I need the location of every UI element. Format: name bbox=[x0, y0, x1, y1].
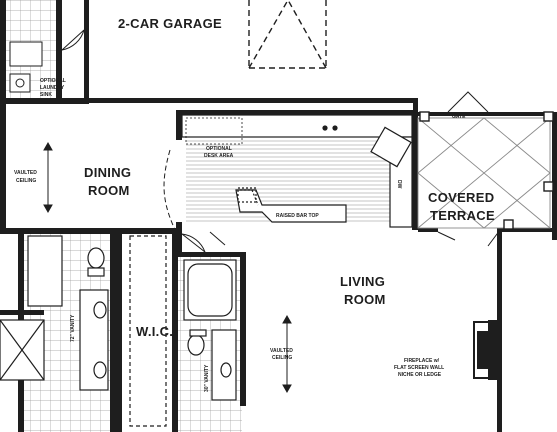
fireplace-label-3: NICHE OR LEDGE bbox=[398, 372, 442, 378]
bath-fixtures bbox=[0, 235, 237, 427]
vaulted-living-2: CEILING bbox=[272, 355, 292, 361]
living-label-1: LIVING bbox=[340, 274, 385, 289]
terrace-pattern bbox=[417, 117, 551, 229]
garage-door bbox=[248, 0, 327, 69]
vaulted-dining-1: VAULTED bbox=[14, 170, 37, 176]
kitchen-counter bbox=[181, 114, 413, 228]
dining-label-1: DINING bbox=[84, 165, 131, 180]
laundry-appliances bbox=[9, 41, 43, 93]
vanity-72-label: 72" VANITY bbox=[70, 314, 76, 342]
fireplace-label-1: FIREPLACE w/ bbox=[404, 358, 440, 364]
desk-area bbox=[185, 117, 243, 145]
fireplace-label-2: FLAT SCREEN WALL bbox=[394, 365, 444, 371]
dining-label-2: ROOM bbox=[88, 183, 130, 198]
vaulted-dining-2: CEILING bbox=[16, 178, 36, 184]
gate-label: GATE bbox=[452, 114, 466, 120]
door-swings bbox=[61, 29, 501, 253]
desk-label-1: OPTIONAL bbox=[206, 146, 232, 152]
vault-arrows bbox=[43, 141, 292, 394]
laundry-label-3: SINK bbox=[40, 92, 52, 98]
desk-label-2: DESK AREA bbox=[204, 153, 234, 159]
terrace-label-2: TERRACE bbox=[430, 208, 495, 223]
vaulted-living-1: VAULTED bbox=[270, 348, 293, 354]
wic-label: W.I.C. bbox=[136, 324, 173, 339]
garage-label: 2-CAR GARAGE bbox=[118, 16, 222, 31]
laundry-label-2: LAUNDRY bbox=[40, 85, 65, 91]
dw-label: DW bbox=[396, 180, 402, 189]
living-label-2: ROOM bbox=[344, 292, 386, 307]
vanity-30-label: 30" VANITY bbox=[204, 364, 210, 392]
bar-top-label: RAISED BAR TOP bbox=[276, 213, 319, 219]
terrace-label-1: COVERED bbox=[428, 190, 494, 205]
laundry-label-1: OPTIONAL bbox=[40, 78, 66, 84]
fireplace bbox=[473, 321, 493, 379]
terrace-posts bbox=[419, 111, 554, 230]
